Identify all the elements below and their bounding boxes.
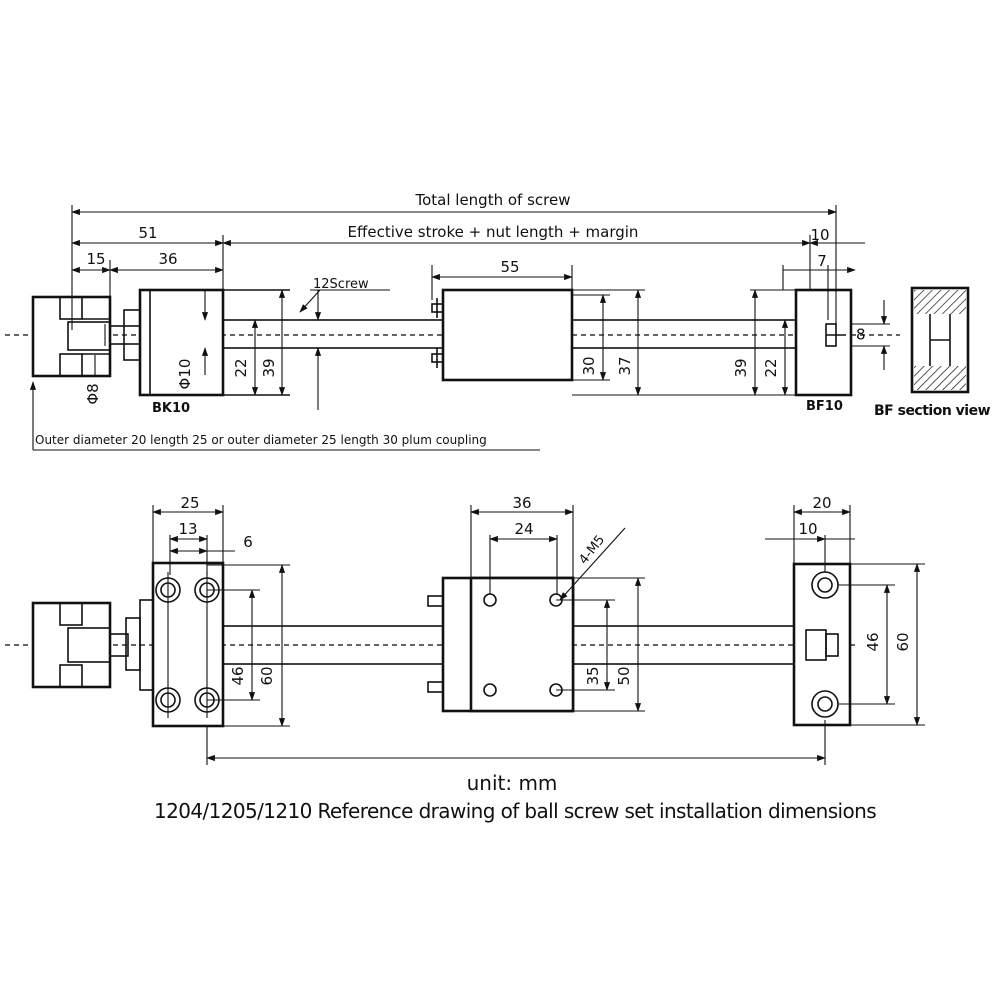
bk10-support: [138, 288, 290, 397]
coupling-note: Outer diameter 20 length 25 or outer dia…: [35, 433, 487, 447]
dim-22-left-text: 22: [232, 358, 250, 377]
effective-stroke-label: Effective stroke + nut length + margin: [348, 223, 639, 241]
dim-50-text: 50: [615, 666, 633, 685]
bf-section-icon: [910, 286, 970, 394]
front-view: 25 13 6 36 24 4-M5 20 10 46 60 35 50 46 …: [5, 494, 925, 765]
dim-10-front-text: 10: [798, 520, 817, 538]
dim-22-right-text: 22: [762, 358, 780, 377]
bf-section-view-label: BF section view: [874, 403, 991, 419]
dim-phi8-text: Φ8: [84, 383, 102, 404]
dim-10-top-text: 10: [810, 226, 829, 244]
bf-block-front: [792, 562, 852, 727]
dim-55-text: 55: [500, 258, 519, 276]
dim-20-text: 20: [812, 494, 831, 512]
drawing-caption: 1204/1205/1210 Reference drawing of ball…: [154, 799, 876, 823]
dim-35-text: 35: [584, 666, 602, 685]
dim-46-left-text: 46: [229, 666, 247, 685]
bf10-support: [794, 288, 853, 397]
dim-39-right-text: 39: [732, 358, 750, 377]
dim-30-text: 30: [580, 356, 598, 375]
dim-36-front-text: 36: [512, 494, 531, 512]
bk-block-front: [151, 561, 225, 728]
dim-60-left-text: 60: [258, 666, 276, 685]
unit-label: unit: mm: [467, 771, 558, 795]
thread-4-m5-label: 4-M5: [576, 533, 608, 568]
dim-6-text: 6: [243, 533, 253, 551]
bf10-label: BF10: [806, 399, 843, 414]
plum-coupling-front: [31, 601, 112, 689]
screw-label: 12Screw: [313, 277, 369, 292]
dim-phi10-text: Φ10: [176, 359, 194, 390]
dim-15-text: 15: [86, 250, 105, 268]
dim-13-text: 13: [178, 520, 197, 538]
dim-46-right-text: 46: [864, 632, 882, 651]
bk10-label: BK10: [152, 401, 190, 416]
total-length-label: Total length of screw: [414, 191, 570, 209]
dim-37-text: 37: [616, 356, 634, 375]
dim-60-right-text: 60: [894, 632, 912, 651]
dim-7-text: 7: [817, 252, 827, 270]
ball-nut: [431, 288, 574, 382]
dim-39-left-text: 39: [260, 358, 278, 377]
top-view: Total length of screw Effective stroke +…: [5, 191, 991, 451]
nut-block-front: [427, 576, 575, 713]
screw-shaft-right: [571, 319, 797, 349]
dim-8-right-text: 8: [856, 326, 866, 344]
dim-51-text: 51: [138, 224, 157, 242]
dim-24-text: 24: [514, 520, 533, 538]
dim-36-top-text: 36: [158, 250, 177, 268]
dim-25-text: 25: [180, 494, 199, 512]
screw-shaft-left: [222, 319, 444, 349]
